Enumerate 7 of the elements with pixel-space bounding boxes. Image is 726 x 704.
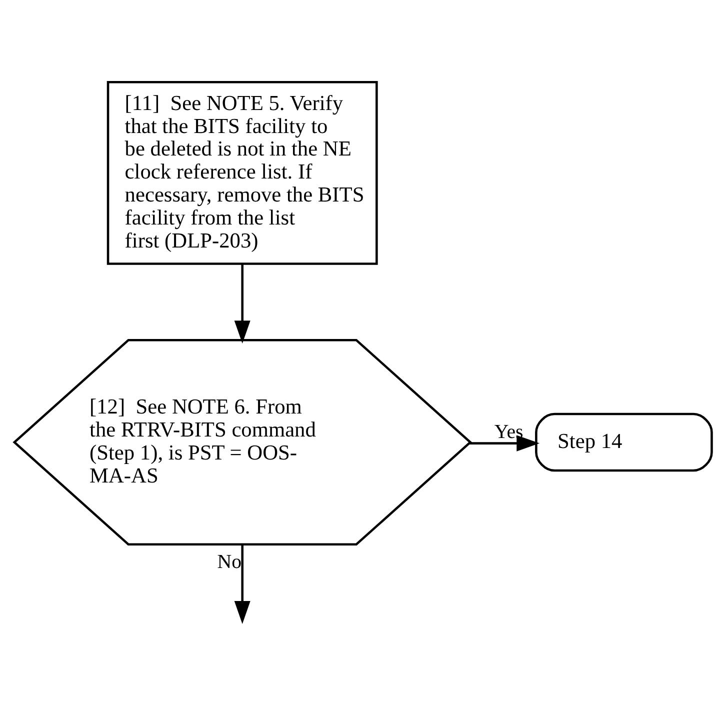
edge-label: Yes — [494, 420, 524, 443]
edge-label: No — [217, 550, 242, 573]
arrow — [234, 264, 250, 344]
arrow — [469, 435, 540, 452]
node-box: Step 14 — [535, 412, 713, 472]
arrow — [234, 544, 250, 624]
node-box: [11] See NOTE 5. Verify that the BITS facility to be deleted is not in the NE clock reference list. If necessary, remove the BITS facility from the list first (DLP-203) — [106, 80, 378, 265]
